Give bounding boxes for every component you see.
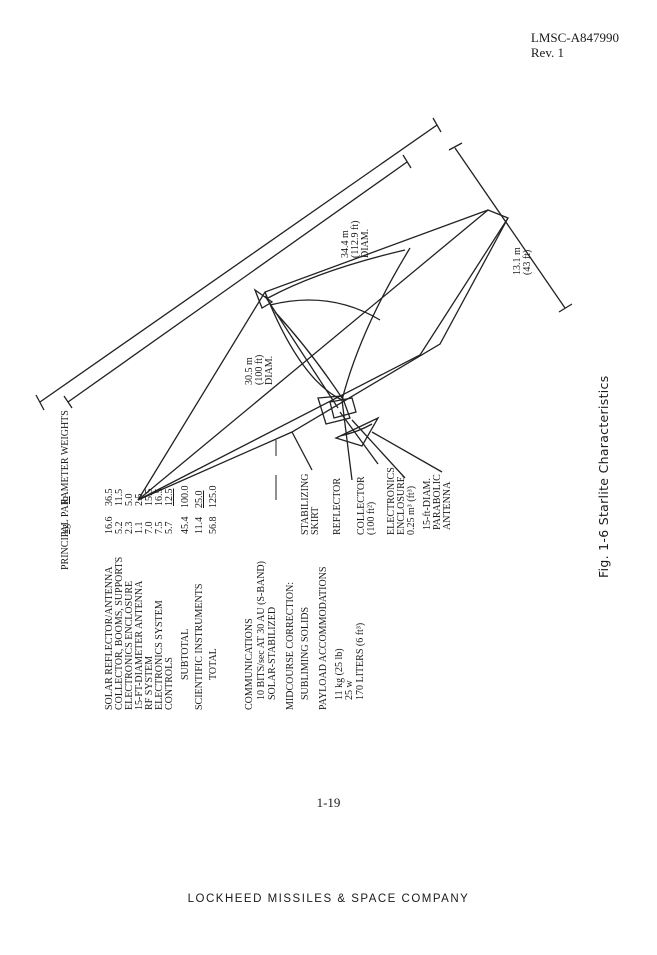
- leader-enclosure: [351, 419, 406, 479]
- payload-line-3: 170 LITERS (6 ft³): [355, 622, 366, 700]
- instruments-lb: 25.0: [194, 490, 205, 509]
- dim-height: [448, 142, 573, 313]
- document-number: LMSC-A847990: [530, 30, 619, 45]
- parabolic-antenna: [334, 416, 380, 447]
- subtotal-lb: 100.0: [180, 485, 191, 509]
- enclosure-label-3: 0.25 m³ (ft³): [406, 485, 417, 535]
- total-lb: 125.0: [208, 485, 219, 509]
- reflector-label: REFLECTOR: [332, 477, 343, 535]
- page-number: 1-19: [316, 795, 341, 810]
- document-id-block: LMSC-A847990 Rev. 1: [531, 30, 619, 60]
- dim-outer: [35, 117, 442, 411]
- weight-lb-7: 12.5: [164, 488, 175, 507]
- total-label: TOTAL: [208, 648, 219, 680]
- dim-outer-label-3: DIAM.: [360, 228, 371, 258]
- communications-line-2: SOLAR-STABILIZED: [267, 606, 278, 700]
- weights-title: PRINCIPAL PARAMETER WEIGHTS: [60, 410, 71, 570]
- revision-label: Rev. 1: [530, 45, 564, 60]
- leader-collector: [339, 411, 379, 465]
- skirt-lower-line: [137, 217, 509, 501]
- leader-antenna: [371, 431, 443, 473]
- dim-inner: [63, 154, 412, 409]
- dim-inner-label-3: DIAM.: [264, 355, 275, 385]
- leader-reflector: [341, 399, 353, 481]
- figure-caption: Fig. 1-6 Starlite Characteristics: [596, 375, 611, 578]
- communications-title: COMMUNICATIONS: [244, 618, 255, 710]
- midcourse-title: MIDCOURSE CORRECTION:: [285, 581, 296, 710]
- reflector-center: [253, 288, 274, 309]
- dim-height-label-2: (43 ft): [522, 249, 533, 275]
- subtotal-label: SUBTOTAL: [180, 628, 191, 680]
- enclosure-cone: [329, 397, 357, 419]
- collector-label-2: (100 ft²): [366, 501, 377, 535]
- reflector-ribs: [267, 249, 406, 399]
- company-footer: LOCKHEED MISSILES & SPACE COMPANY: [187, 893, 470, 905]
- lb-column-header: lb: [60, 496, 71, 504]
- skirt-label-2: SKIRT: [310, 506, 321, 535]
- antenna-label-3: ANTENNA: [442, 481, 453, 530]
- subtotal-kg: 45.4: [180, 516, 191, 535]
- kg-column-header: kg: [60, 524, 71, 534]
- instruments-kg: 11.4: [194, 516, 205, 534]
- leader-skirt: [291, 431, 313, 471]
- skirt-outline: [137, 209, 509, 501]
- instruments-label: SCIENTIFIC INSTRUMENTS: [194, 583, 205, 710]
- weight-label-7: CONTROLS: [164, 657, 175, 710]
- weight-kg-7: 5.7: [164, 521, 175, 535]
- collector-boom: [264, 295, 339, 409]
- enclosure-shape: [317, 395, 351, 425]
- payload-title: PAYLOAD ACCOMMODATIONS: [318, 566, 329, 710]
- total-kg: 56.8: [208, 516, 219, 535]
- midcourse-line-1: SUBLIMING SOLIDS: [300, 606, 311, 700]
